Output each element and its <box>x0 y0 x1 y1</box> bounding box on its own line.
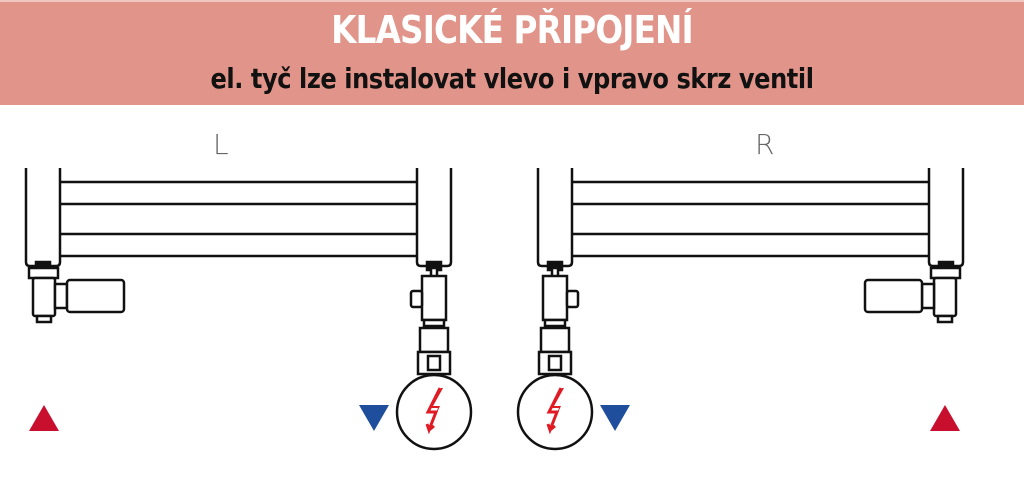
left-radiator <box>24 168 453 268</box>
right-panel-valve-icon <box>863 260 962 324</box>
return-arrow-down-icon <box>359 405 389 431</box>
right-panel-label: R <box>755 128 775 161</box>
page-title: KLASICKÉ PŘIPOJENÍ <box>331 8 694 52</box>
header-banner: KLASICKÉ PŘIPOJENÍ el. tyč lze instalova… <box>0 0 1024 105</box>
left-panel-label: L <box>213 128 229 161</box>
return-arrow-down-icon <box>600 405 630 431</box>
right-radiator <box>536 168 965 268</box>
supply-arrow-up-icon <box>930 405 960 431</box>
supply-arrow-up-icon <box>29 405 59 431</box>
page-subtitle: el. tyč lze instalovat vlevo i vpravo sk… <box>210 62 814 95</box>
left-panel-valve-icon <box>27 260 126 324</box>
